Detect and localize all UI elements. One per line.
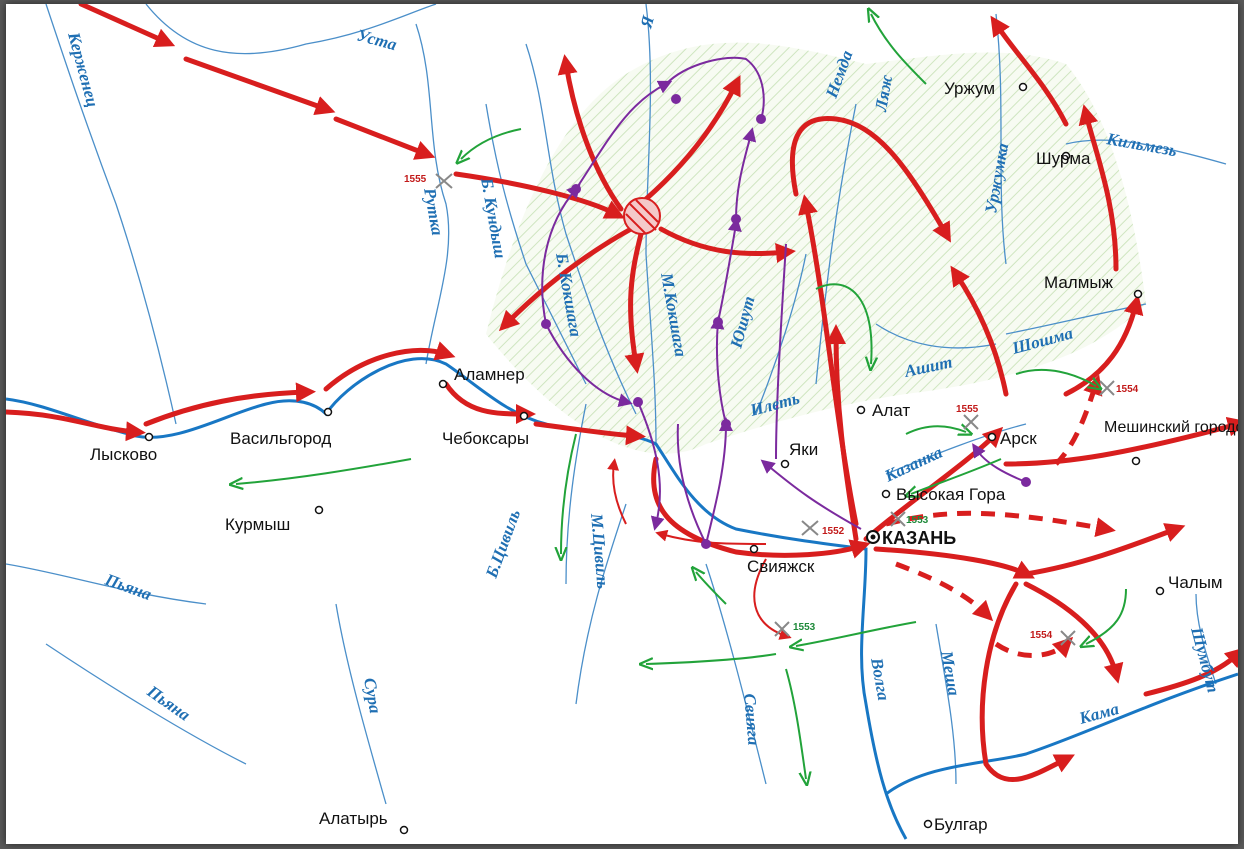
town-markers bbox=[144, 82, 1165, 835]
town-vasilgorod: Васильгород bbox=[230, 429, 331, 448]
town-alatyr: Алатырь bbox=[319, 809, 388, 828]
river-b-kundysh: Б. Кундыш bbox=[477, 175, 510, 260]
town-kazan: КАЗАНЬ bbox=[882, 528, 956, 548]
town-arsk: Арск bbox=[1000, 429, 1037, 448]
river-pyana-2: Пьяна bbox=[143, 681, 194, 725]
town-meshinsky: Мешинский городок bbox=[1104, 419, 1238, 436]
rivers bbox=[6, 4, 1227, 805]
town-bulgar: Булгар bbox=[934, 815, 988, 834]
town-alamner: Аламнер bbox=[454, 365, 525, 384]
town-lyskovo: Лысково bbox=[90, 445, 157, 464]
red-campaign-routes bbox=[6, 4, 1238, 783]
battle-year-1552: 1552 bbox=[822, 526, 845, 537]
battle-year-1554-mesh: 1554 bbox=[1116, 384, 1139, 395]
town-vysokaya-gora: Высокая Гора bbox=[896, 485, 1006, 504]
town-shurma: Шурма bbox=[1036, 149, 1091, 168]
uprising-center-icon bbox=[623, 197, 661, 235]
river-sura: Сура bbox=[360, 676, 385, 715]
battle-year-1553-south: 1553 bbox=[793, 622, 816, 633]
green-routes bbox=[236, 14, 1127, 779]
town-urzhum: Уржум bbox=[944, 79, 995, 98]
map-svg: Лысково Васильгород Чебоксары Аламнер Ку… bbox=[6, 4, 1238, 840]
river-shumbut: Шумбут bbox=[1187, 624, 1223, 695]
river-kilmez: Кильмезь bbox=[1104, 129, 1178, 160]
river-volga: Волга bbox=[867, 655, 893, 702]
river-kazanka: Казанка bbox=[881, 442, 946, 486]
town-cheboksary: Чебоксары bbox=[442, 429, 529, 448]
meshinsky-label: Мешинский городок bbox=[1104, 419, 1238, 436]
town-alat: Алат bbox=[872, 401, 910, 420]
map-canvas: Лысково Васильгород Чебоксары Аламнер Ку… bbox=[6, 4, 1238, 844]
battle-markers bbox=[435, 173, 1115, 646]
battle-year-1554-south: 1554 bbox=[1030, 630, 1053, 641]
river-kama: Кама bbox=[1076, 699, 1121, 728]
town-kurmysh: Курмыш bbox=[225, 515, 290, 534]
river-pyana-1: Пьяна bbox=[102, 570, 155, 605]
purple-rebel-points bbox=[541, 94, 1031, 549]
river-sviyaga: Свияга bbox=[740, 693, 763, 747]
town-sviyazhsk: Свияжск bbox=[747, 557, 815, 576]
river-mesha: Меша bbox=[937, 648, 964, 697]
battle-year-1553-north: 1553 bbox=[906, 515, 929, 526]
town-chalym: Чалым bbox=[1168, 573, 1223, 592]
town-yaki: Яки bbox=[789, 440, 818, 459]
battle-year-1555-west: 1555 bbox=[404, 174, 427, 185]
river-kerzhenets: Керженец bbox=[64, 29, 102, 109]
town-malmyzh: Малмыж bbox=[1044, 273, 1114, 292]
river-usta: Уста bbox=[355, 26, 399, 55]
river-m-tsivil: М.Цивиль bbox=[587, 512, 613, 590]
river-b-tsivil: Б.Цивиль bbox=[482, 507, 525, 582]
purple-rebel-routes bbox=[541, 56, 1027, 545]
battle-year-1555-arsk: 1555 bbox=[956, 404, 979, 415]
